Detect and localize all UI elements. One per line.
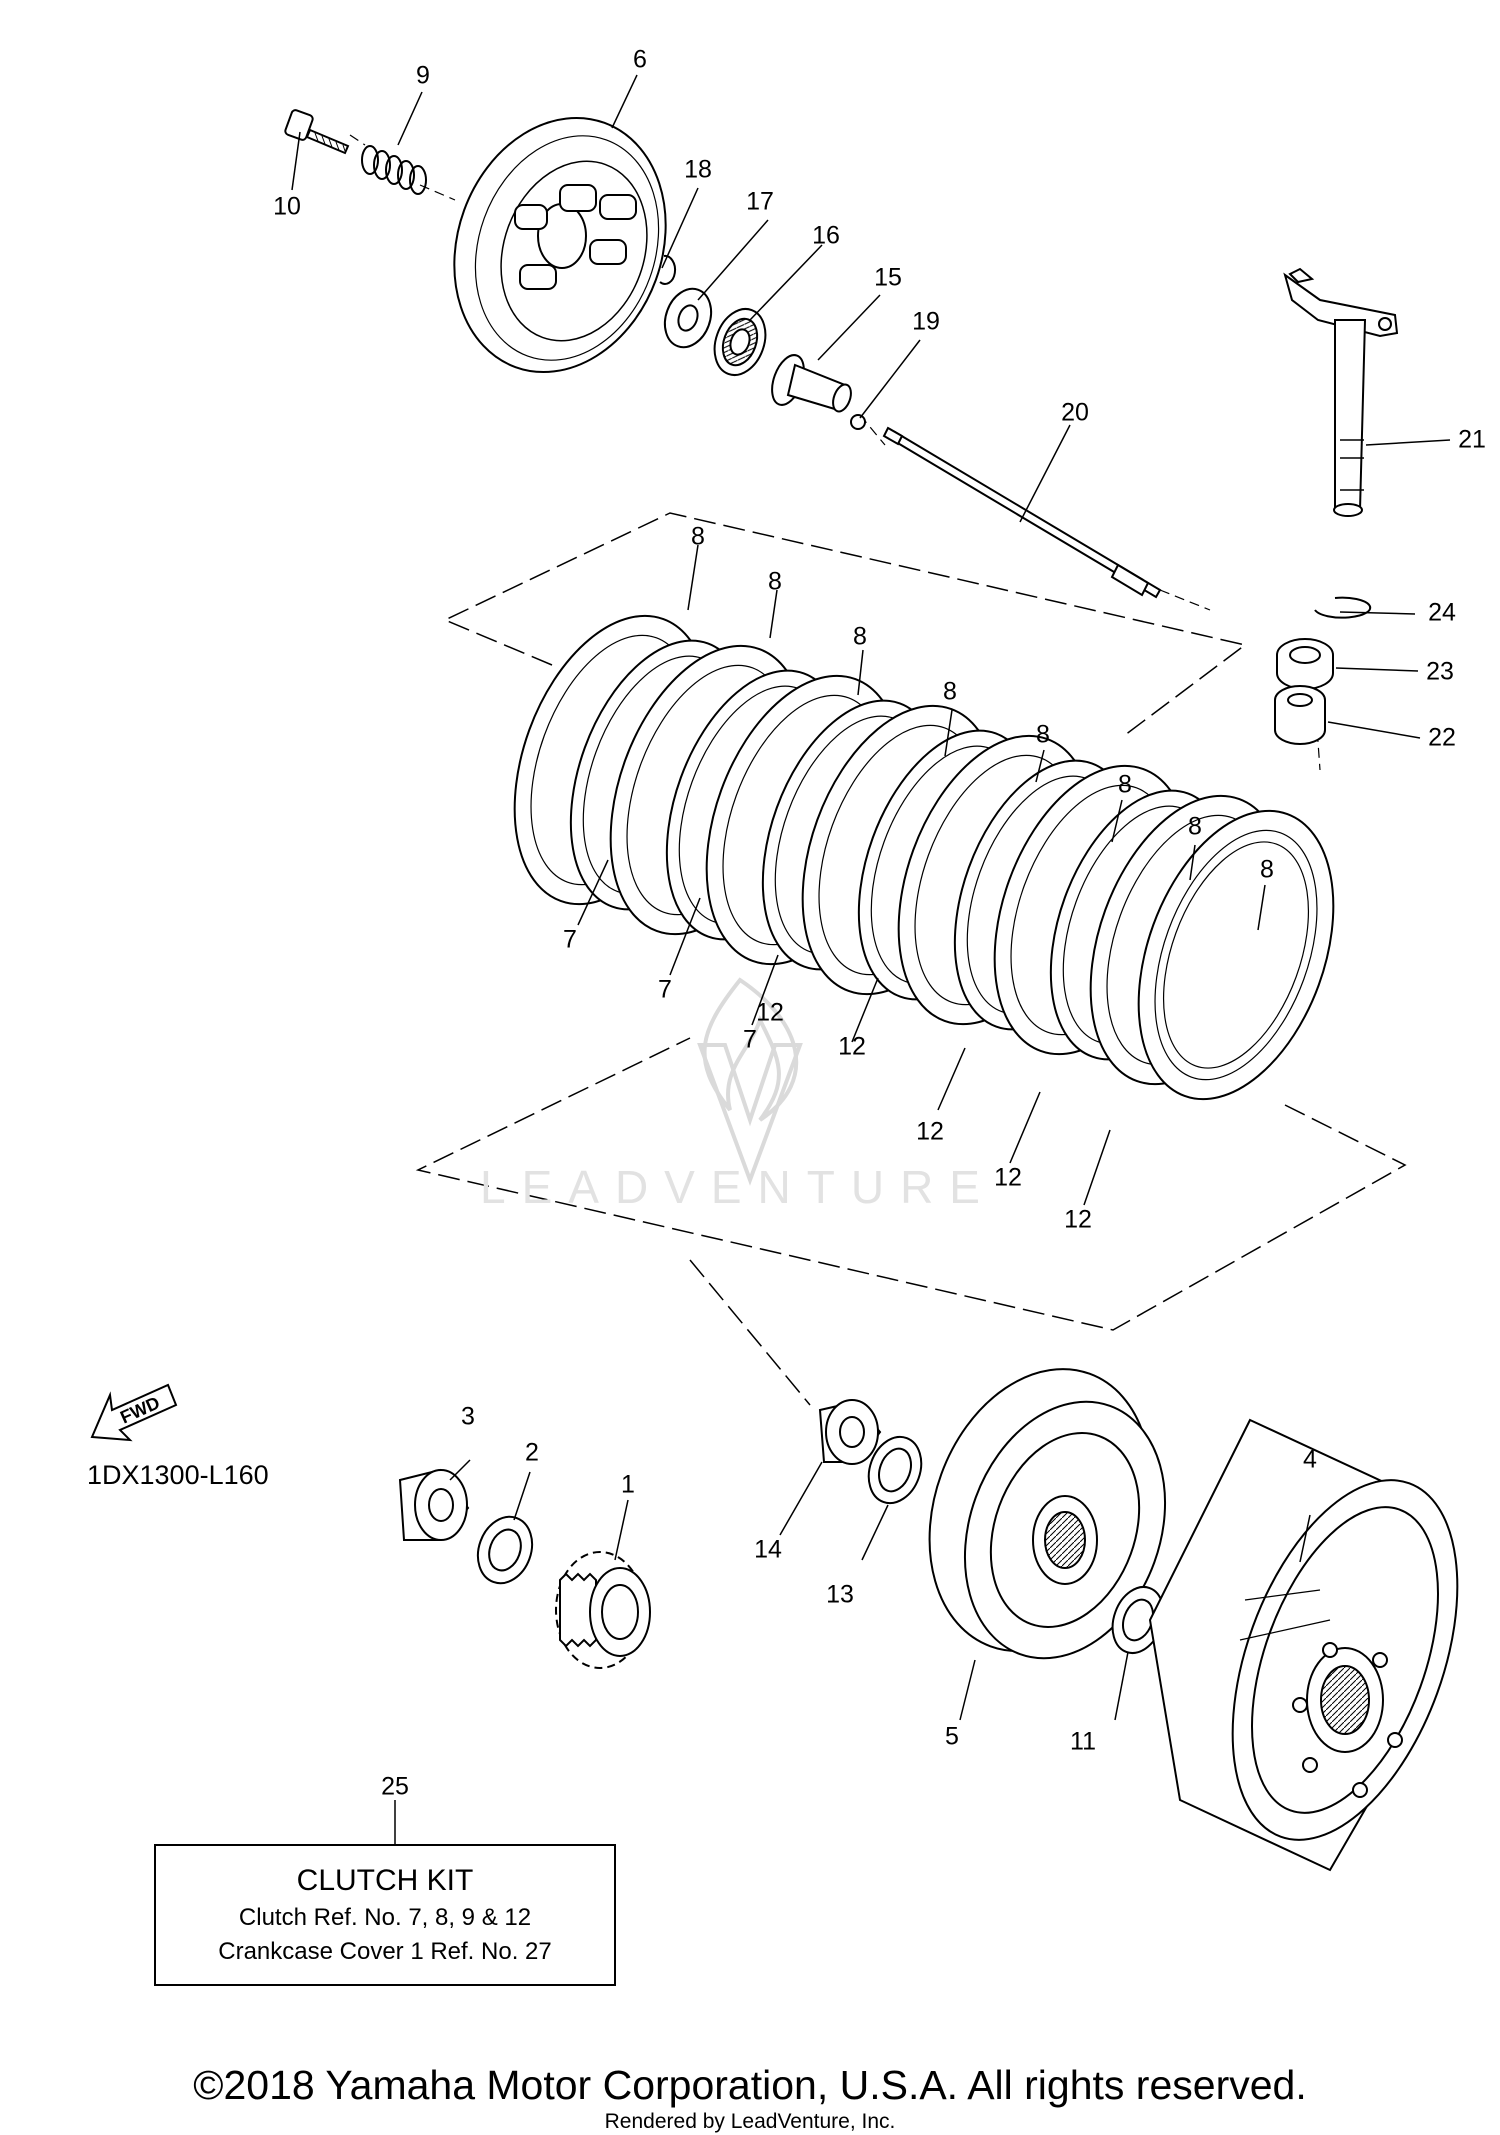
callout-10: 10 <box>273 192 301 221</box>
callout-21: 21 <box>1458 425 1486 454</box>
clutch-plate-stack <box>513 614 1335 1101</box>
callout-16: 16 <box>812 221 840 250</box>
part-10-bolt <box>284 109 350 155</box>
part-5-clutch-boss <box>928 1368 1167 1660</box>
callout-8e: 8 <box>1036 720 1050 749</box>
clutch-kit-line: Crankcase Cover 1 Ref. No. 27 <box>218 1938 552 1965</box>
clutch-kit-title: CLUTCH KIT <box>296 1864 474 1897</box>
callout-8f: 8 <box>1118 770 1132 799</box>
callout-6: 6 <box>633 45 647 74</box>
callout-11: 11 <box>1070 1727 1096 1756</box>
callout-17: 17 <box>746 187 774 216</box>
part-11-lock-washer <box>1111 1586 1165 1654</box>
callout-8c: 8 <box>853 622 867 651</box>
callout-19: 19 <box>912 307 940 336</box>
callout-8b: 8 <box>768 567 782 596</box>
callout-3: 3 <box>461 1402 475 1431</box>
rendered-by-notice: Rendered by LeadVenture, Inc. <box>604 2110 896 2133</box>
part-14-collar <box>818 1399 882 1465</box>
part-15-push-rod-end <box>771 354 852 413</box>
callout-8g: 8 <box>1188 812 1202 841</box>
part-16-bearing <box>713 308 767 376</box>
friction-plate <box>1137 809 1335 1101</box>
part-9-spring <box>361 145 427 195</box>
callout-20: 20 <box>1061 398 1089 427</box>
callout-14: 14 <box>754 1535 782 1564</box>
callout-23: 23 <box>1426 657 1454 686</box>
callout-8h: 8 <box>1260 855 1274 884</box>
callout-15: 15 <box>874 263 902 292</box>
callout-12e: 12 <box>756 998 784 1027</box>
part-1-primary-drive-gear <box>555 1551 651 1669</box>
clutch-kit-box: CLUTCH KIT Clutch Ref. No. 7, 8, 9 & 12 … <box>154 1844 616 1986</box>
callout-5: 5 <box>945 1722 959 1751</box>
callout-7b: 7 <box>658 975 672 1004</box>
part-6-pressure-plate <box>453 116 667 374</box>
callout-1: 1 <box>621 1470 635 1499</box>
part-17-washer <box>663 287 713 349</box>
copyright-notice: ©2018 Yamaha Motor Corporation, U.S.A. A… <box>193 2062 1307 2108</box>
part-21-push-lever-shaft <box>1283 267 1399 517</box>
callout-12b: 12 <box>916 1117 944 1146</box>
part-19-ball <box>850 414 866 430</box>
callout-4: 4 <box>1303 1445 1317 1474</box>
callout-8a: 8 <box>691 522 705 551</box>
callout-12c: 12 <box>994 1163 1022 1192</box>
part-20-push-rod <box>882 426 1162 599</box>
part-18-circlip <box>659 254 677 285</box>
watermark-text: LEADVENTURE <box>480 1161 996 1213</box>
part-2-washer <box>476 1515 534 1585</box>
callout-12d: 12 <box>1064 1205 1092 1234</box>
callout-18: 18 <box>684 155 712 184</box>
callout-7c: 7 <box>743 1025 757 1054</box>
leadventure-flame-logo <box>697 977 803 1186</box>
clutch-kit-line: Clutch Ref. No. 7, 8, 9 & 12 <box>238 1904 532 1931</box>
part-13-washer <box>867 1435 923 1505</box>
part-23-oil-seal <box>1276 638 1334 690</box>
callout-7a: 7 <box>563 925 577 954</box>
callout-22: 22 <box>1428 723 1456 752</box>
callout-24: 24 <box>1428 598 1456 627</box>
plate-pack-outline-bottom <box>415 1037 1407 1406</box>
part-24-circlip <box>1314 596 1372 619</box>
part-4-clutch-housing <box>1148 1418 1459 1872</box>
callout-8d: 8 <box>943 677 957 706</box>
callout-2: 2 <box>525 1438 539 1467</box>
fwd-arrow-icon <box>90 1383 178 1442</box>
callout-leader-lines <box>291 74 1451 1844</box>
diagram-code: 1DX1300-L160 <box>87 1460 269 1490</box>
part-22-bushing <box>1274 685 1326 745</box>
callout-12a: 12 <box>838 1032 866 1061</box>
callout-13: 13 <box>826 1580 854 1609</box>
part-3-collar <box>398 1468 470 1541</box>
callout-9: 9 <box>416 61 430 90</box>
callout-25: 25 <box>381 1772 409 1801</box>
plate-pack-outline-top <box>443 512 1247 736</box>
